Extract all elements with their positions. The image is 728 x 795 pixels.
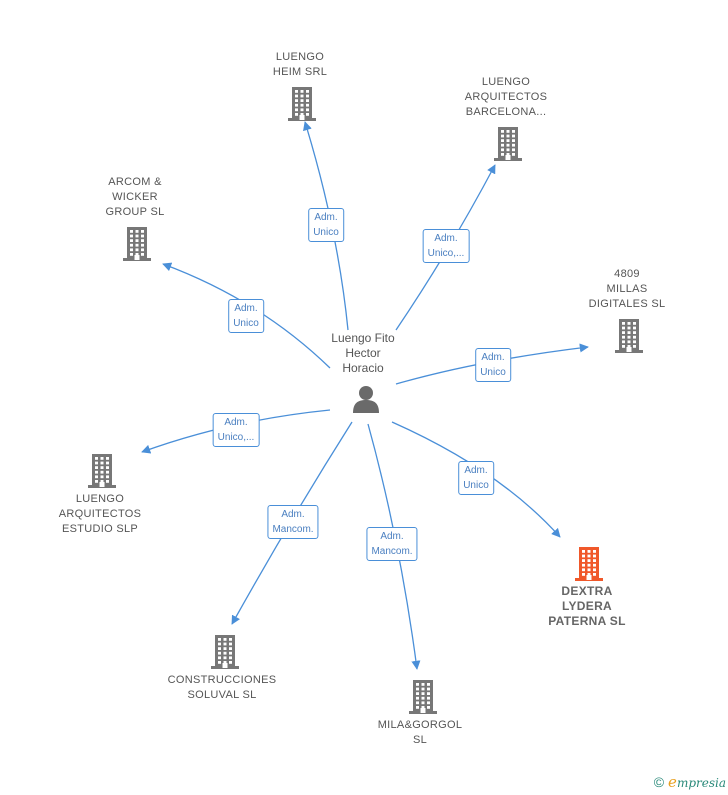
- building-icon: [288, 87, 316, 121]
- person-icon: [353, 386, 379, 413]
- company-name: LUENGO ARQUITECTOS BARCELONA...: [464, 76, 548, 118]
- building-icon: [409, 680, 437, 714]
- company-name: LUENGO ARQUITECTOS ESTUDIO SLP: [58, 493, 142, 535]
- company-name: 4809 MILLAS DIGITALES SL: [588, 268, 666, 310]
- building-icon: [211, 635, 239, 669]
- company-name: MILA&GORGOL SL: [377, 719, 463, 746]
- brand-logo-e: e: [668, 773, 677, 791]
- center-person-name: Luengo Fito Hector Horacio: [331, 331, 395, 375]
- role-label-construcciones-soluval[interactable]: Adm. Mancom.: [267, 505, 319, 539]
- role-label-luengo-barcelona[interactable]: Adm. Unico,...: [422, 229, 470, 263]
- building-icon: [615, 319, 643, 353]
- role-label-arcom-wicker[interactable]: Adm. Unico: [228, 299, 264, 333]
- building-icon: [494, 127, 522, 161]
- brand-watermark: ©empresia: [654, 773, 726, 791]
- copyright-icon: ©: [653, 774, 665, 790]
- role-label-mila-gorgol[interactable]: Adm. Mancom.: [366, 527, 418, 561]
- company-name: CONSTRUCCIONES SOLUVAL SL: [167, 674, 277, 701]
- role-label-luengo-heim[interactable]: Adm. Unico: [308, 208, 344, 242]
- role-label-4809-millas[interactable]: Adm. Unico: [475, 348, 511, 382]
- company-name: DEXTRA LYDERA PATERNA SL: [548, 584, 626, 628]
- role-label-luengo-estudio[interactable]: Adm. Unico,...: [212, 413, 260, 447]
- building-icon: [575, 547, 603, 581]
- building-icon: [88, 454, 116, 488]
- role-label-dextra-lydera[interactable]: Adm. Unico: [458, 461, 494, 495]
- company-name: ARCOM & WICKER GROUP SL: [105, 176, 165, 218]
- building-icon: [123, 227, 151, 261]
- company-name: LUENGO HEIM SRL: [272, 51, 328, 78]
- brand-logo-text: mpresia: [676, 776, 726, 790]
